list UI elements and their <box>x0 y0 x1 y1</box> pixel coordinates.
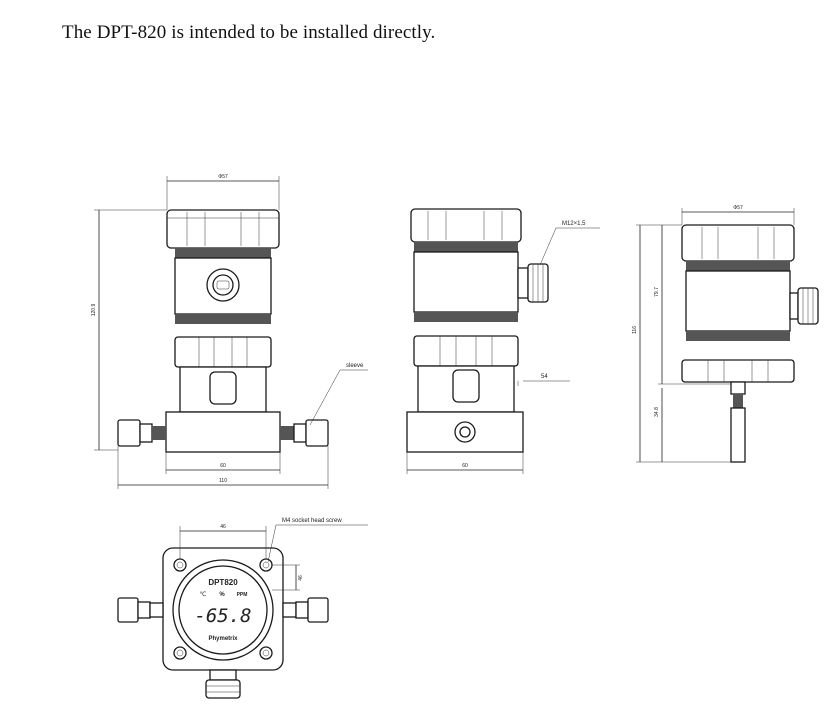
bottom-view: DPT820 ℃ % PPM -65.8 Phymetrix 46 46 M4 … <box>117 518 368 699</box>
display-brand: Phymetrix <box>208 636 238 642</box>
front-top-dia-label: Φ57 <box>218 174 228 180</box>
side-base-width-label: 60 <box>462 463 468 469</box>
side-thread-label: M12×1.5 <box>562 221 586 227</box>
bottom-width-label: 46 <box>220 524 226 530</box>
bottom-height-label: 46 <box>298 575 304 581</box>
front-total-width-label: 110 <box>219 478 227 484</box>
front-base-width-label: 60 <box>220 463 226 469</box>
front-view: Φ57 120.9 60 110 sleeve <box>91 174 368 489</box>
side-view: M12×1.5 54 60 <box>406 208 600 474</box>
display-reading: -65.8 <box>194 605 251 627</box>
right-upper-height-label: 79.7 <box>654 287 660 297</box>
display-unit-pct: % <box>219 592 225 598</box>
side-depth-label: 54 <box>541 374 548 380</box>
right-total-height-label: 116 <box>632 326 638 334</box>
front-height-label: 120.9 <box>91 304 97 317</box>
right-lower-height-label: 34.8 <box>654 407 660 417</box>
sleeve-label: sleeve <box>346 363 364 369</box>
right-top-dia-label: Φ57 <box>733 205 743 211</box>
display-model-label: DPT820 <box>208 578 238 587</box>
display-unit-c: ℃ <box>200 591 207 598</box>
intro-text: The DPT-820 is intended to be installed … <box>62 22 436 43</box>
right-view: Φ57 116 79.7 34.8 <box>632 205 819 463</box>
screw-label: M4 socket head screw <box>282 518 342 524</box>
display-unit-ppm: PPM <box>237 592 248 598</box>
